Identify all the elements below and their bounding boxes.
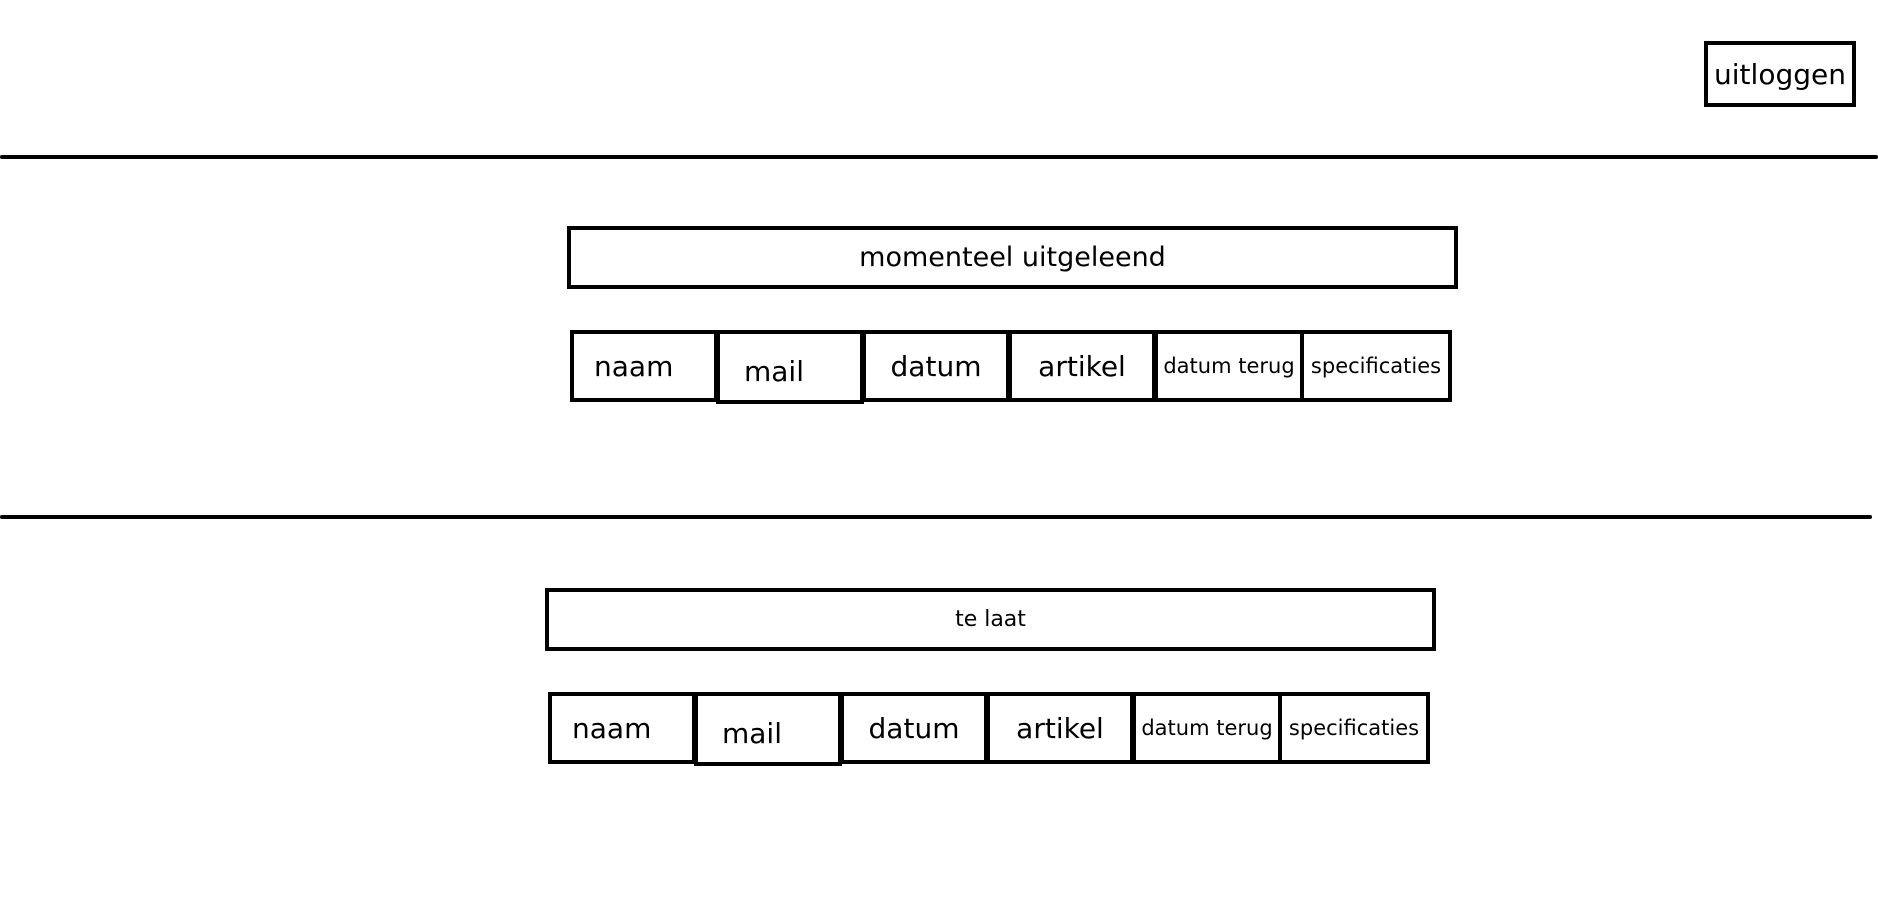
borrowed-column-artikel: artikel xyxy=(1008,330,1156,402)
late-column-specificaties: specificaties xyxy=(1278,692,1430,764)
middle-divider xyxy=(0,515,1872,519)
borrowed-title: momenteel uitgeleend xyxy=(859,242,1166,273)
borrowed-table-header: naam mail datum artikel datum terug spec… xyxy=(570,330,1452,404)
borrowed-column-naam: naam xyxy=(570,330,718,402)
late-table-header: naam mail datum artikel datum terug spec… xyxy=(548,692,1430,766)
borrowed-column-datum: datum xyxy=(862,330,1010,402)
late-column-naam: naam xyxy=(548,692,696,764)
late-column-datum: datum xyxy=(840,692,988,764)
borrowed-column-mail: mail xyxy=(716,330,864,404)
late-title-bar: te laat xyxy=(545,588,1436,651)
top-divider xyxy=(0,155,1878,159)
late-column-mail: mail xyxy=(694,692,842,766)
borrowed-column-datum-terug: datum terug xyxy=(1154,330,1304,402)
late-title: te laat xyxy=(955,607,1026,632)
late-column-datum-terug: datum terug xyxy=(1132,692,1282,764)
borrowed-column-specificaties: specificaties xyxy=(1300,330,1452,402)
logout-button[interactable]: uitloggen xyxy=(1704,41,1856,107)
borrowed-title-bar: momenteel uitgeleend xyxy=(567,226,1458,289)
logout-label: uitloggen xyxy=(1714,57,1846,91)
late-column-artikel: artikel xyxy=(986,692,1134,764)
